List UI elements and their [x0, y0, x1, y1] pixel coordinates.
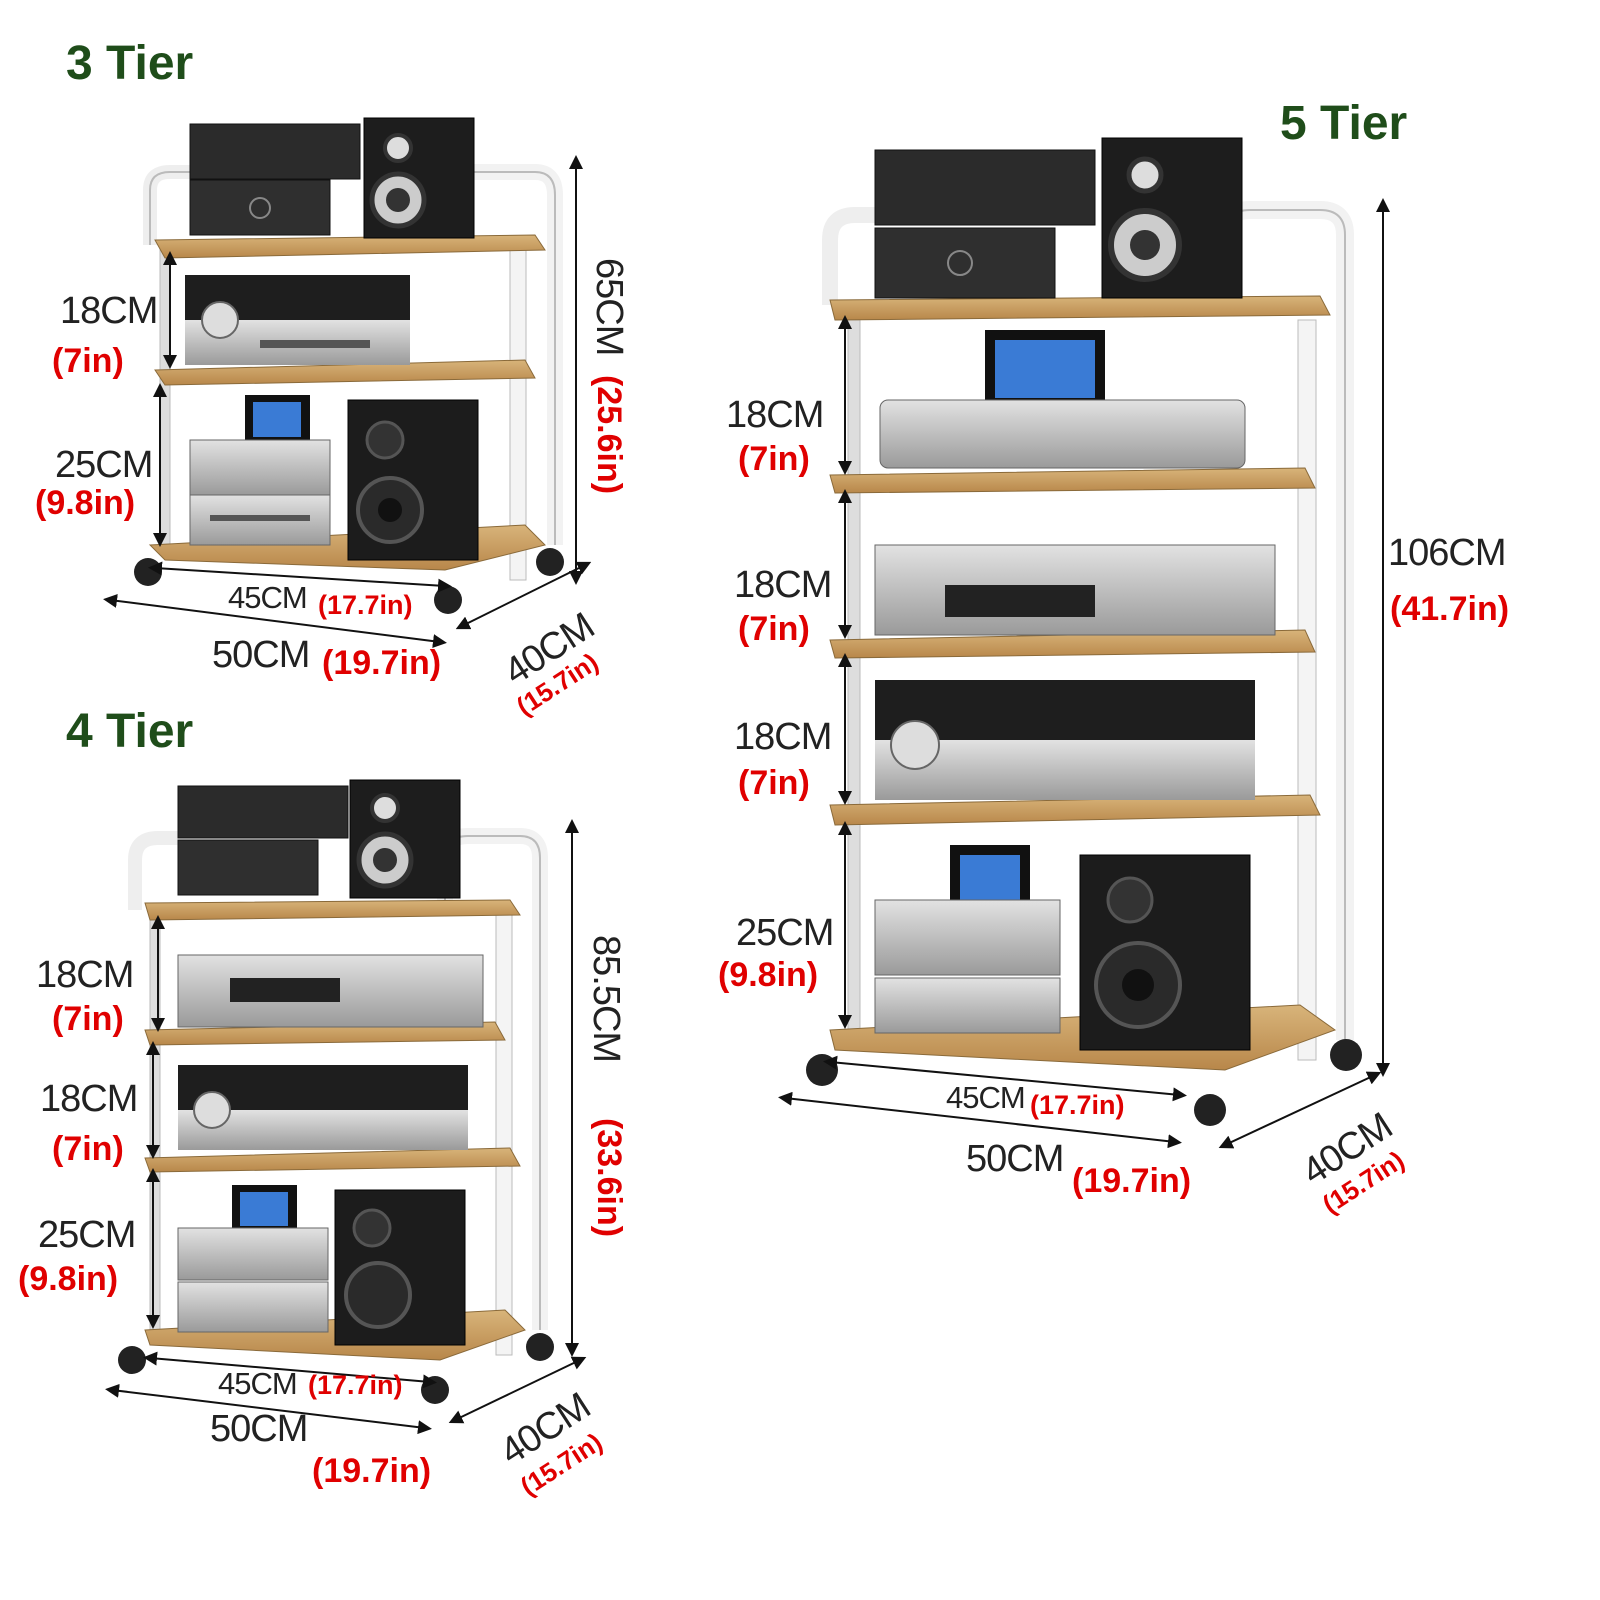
tier3-height-cm: 65CM	[588, 258, 630, 356]
tier3-title: 3 Tier	[66, 37, 194, 90]
tier5-width-cm: 50CM	[966, 1138, 1064, 1180]
tier5-gap1-cm: 18CM	[726, 394, 824, 436]
tier4-shelf-graphic	[105, 779, 587, 1435]
tier4-gap2-cm: 18CM	[40, 1078, 138, 1120]
tier4-title: 4 Tier	[66, 705, 194, 758]
tier4-gap3-in: (9.8in)	[18, 1260, 119, 1298]
tier5-gap4-in: (9.8in)	[718, 956, 819, 994]
tier5-height-in: (41.7in)	[1390, 590, 1510, 628]
tier5-title: 5 Tier	[1280, 97, 1408, 150]
tier5-gap2-in: (7in)	[738, 610, 810, 648]
tier4-width-in: (19.7in)	[312, 1452, 432, 1490]
tier4-height-cm: 85.5CM	[585, 935, 627, 1063]
tier4-gap2-in: (7in)	[52, 1130, 124, 1168]
tier5-width-in: (19.7in)	[1072, 1162, 1192, 1200]
tier3-inner-width-cm: 45CM	[228, 580, 308, 615]
tier4-inner-width-in: (17.7in)	[308, 1370, 403, 1400]
tier5-inner-width-cm: 45CM	[946, 1080, 1026, 1115]
tier5-inner-width-in: (17.7in)	[1030, 1090, 1125, 1120]
tier3-gap1-cm: 18CM	[60, 290, 158, 332]
tier3-gap2-cm: 25CM	[55, 444, 153, 486]
tier5-gap2-cm: 18CM	[734, 564, 832, 606]
tier4-inner-width-cm: 45CM	[218, 1366, 298, 1401]
tier4-gap3-cm: 25CM	[38, 1214, 136, 1256]
tier3-gap2-in: (9.8in)	[35, 484, 136, 522]
tier5-gap3-in: (7in)	[738, 764, 810, 802]
tier3-height-in: (25.6in)	[590, 375, 628, 495]
tier4-gap1-cm: 18CM	[36, 954, 134, 996]
tier5-gap4-cm: 25CM	[736, 912, 834, 954]
tier4-width-cm: 50CM	[210, 1408, 308, 1450]
tier3-inner-width-in: (17.7in)	[318, 590, 413, 620]
tier3-shelf-graphic	[103, 117, 592, 649]
tier3-gap1-in: (7in)	[52, 342, 124, 380]
tier3-width-cm: 50CM	[212, 634, 310, 676]
tier4-height-in: (33.6in)	[590, 1118, 628, 1238]
tier3-width-in: (19.7in)	[322, 644, 442, 682]
tier5-gap1-in: (7in)	[738, 440, 810, 478]
tier5-gap3-cm: 18CM	[734, 716, 832, 758]
tier5-height-cm: 106CM	[1388, 532, 1506, 574]
tier5-shelf-graphic	[778, 137, 1390, 1149]
tier4-gap1-in: (7in)	[52, 1000, 124, 1038]
